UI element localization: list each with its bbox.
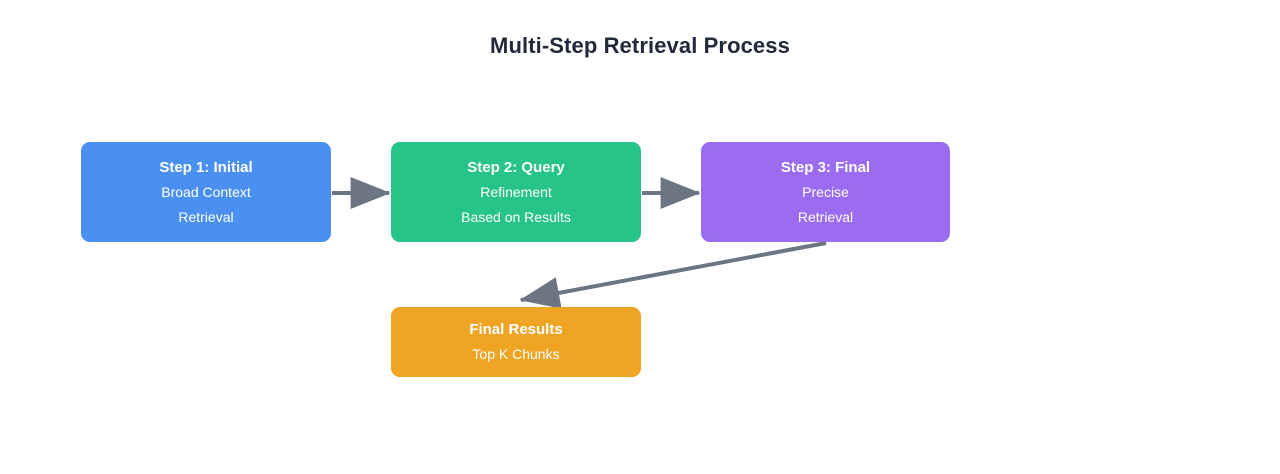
node-subtitle-line-2: Retrieval <box>178 208 234 225</box>
page-title: Multi-Step Retrieval Process <box>490 33 790 58</box>
node-subtitle-line-1: Broad Context <box>161 183 251 200</box>
node-title: Step 1: Initial <box>159 158 253 176</box>
node-title: Step 2: Query <box>467 158 565 176</box>
node-title: Final Results <box>469 321 563 338</box>
node-step-2-query[interactable]: Step 2: Query Refinement Based on Result… <box>391 142 641 242</box>
node-step-3-final[interactable]: Step 3: Final Precise Retrieval <box>701 142 950 242</box>
node-step-1-initial[interactable]: Step 1: Initial Broad Context Retrieval <box>81 142 331 242</box>
node-subtitle-line-1: Precise <box>802 183 849 200</box>
node-title: Step 3: Final <box>780 158 871 176</box>
node-subtitle-line-1: Top K Chunks <box>472 346 560 362</box>
edge-step3-to-final-results <box>519 241 827 309</box>
node-subtitle-line-2: Retrieval <box>797 208 854 225</box>
node-subtitle-line-1: Refinement <box>480 183 552 200</box>
node-subtitle-line-2: Based on Results <box>461 208 571 225</box>
node-final-results[interactable]: Final Results Top K Chunks <box>391 307 641 377</box>
